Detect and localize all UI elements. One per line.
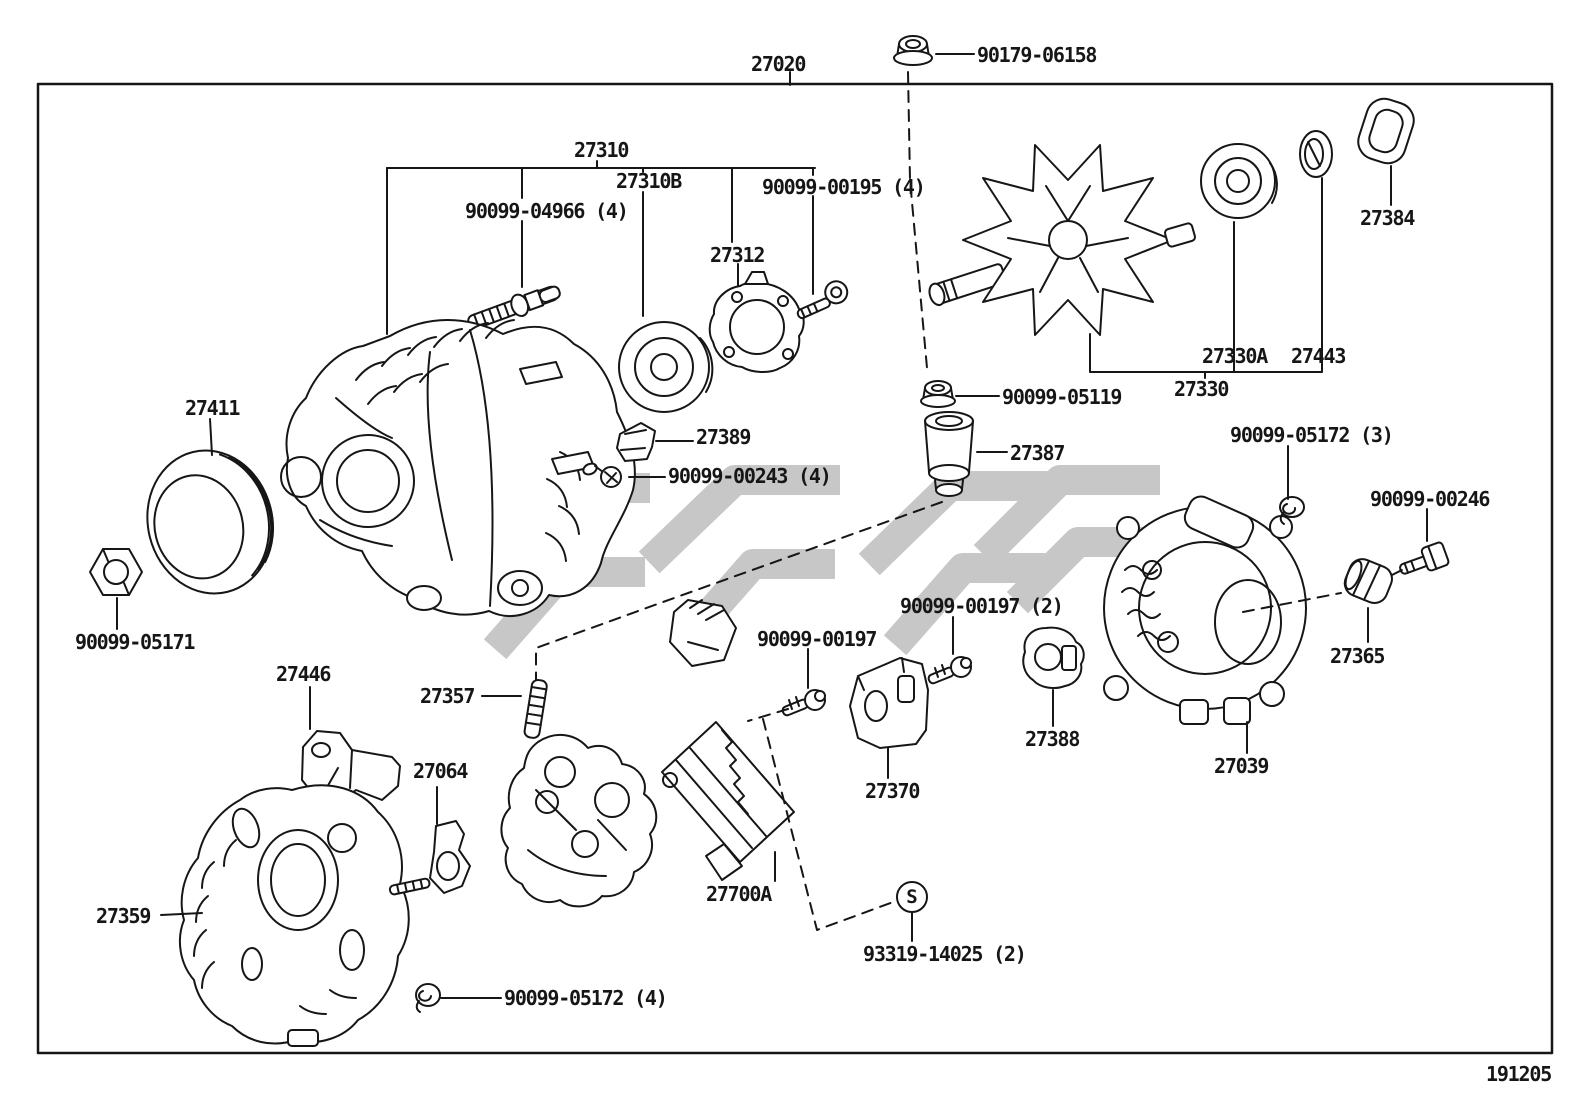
retainer-27312-drawing <box>708 271 805 373</box>
bolt-90099-00195-drawing <box>796 280 849 320</box>
part-label-27700A: 27700A <box>706 882 772 906</box>
part-label-90099-04966: 90099-04966 (4) <box>465 199 629 223</box>
nut-90099-05119-drawing <box>920 380 956 408</box>
assembly-reference-dashes <box>535 71 1407 931</box>
nut-90179-drawing <box>893 35 933 66</box>
sheet-code: 191205 <box>1486 1062 1552 1086</box>
cover-27389-drawing <box>616 422 656 462</box>
regulator-27700A-drawing <box>661 721 795 881</box>
bearing-27330A-drawing <box>1200 143 1278 219</box>
insulator-27388-drawing <box>1022 626 1085 689</box>
part-label-90099-00243: 90099-00243 (4) <box>668 464 832 488</box>
part-label-90179-06158: 90179-06158 <box>977 43 1097 67</box>
part-label-27446: 27446 <box>276 662 331 686</box>
part-label-27359: 27359 <box>96 904 151 928</box>
washer-27443-drawing <box>1299 130 1333 178</box>
part-label-27039: 27039 <box>1214 754 1269 778</box>
part-label-90099-00197: 90099-00197 <box>757 627 877 651</box>
part-label-27330A: 27330A <box>1202 344 1268 368</box>
bolt-90099-00197-2-drawing <box>927 656 972 685</box>
plug-27365-drawing <box>1343 558 1393 605</box>
s-marker-letter: S <box>906 886 918 908</box>
part-label-90099-05172-4: 90099-05172 (4) <box>504 986 668 1010</box>
bolt-90099-00197-drawing <box>781 689 826 717</box>
part-label-27384: 27384 <box>1360 206 1415 230</box>
part-label-27388: 27388 <box>1025 727 1080 751</box>
stud-90099-04966-drawing <box>467 285 561 330</box>
part-label-90099-00246: 90099-00246 <box>1370 487 1490 511</box>
part-label-27389: 27389 <box>696 425 751 449</box>
part-label-27370: 27370 <box>865 779 920 803</box>
part-label-27330: 27330 <box>1174 377 1229 401</box>
part-label-27387: 27387 <box>1010 441 1065 465</box>
part-label-90099-05172-3: 90099-05172 (3) <box>1230 423 1394 447</box>
part-label-27064: 27064 <box>413 759 468 783</box>
rotor-27330-drawing <box>928 144 1196 336</box>
nut-90099-05172-4-drawing <box>415 983 441 1013</box>
part-label-27020: 27020 <box>751 52 806 76</box>
cover-27370-drawing <box>849 657 929 749</box>
part-label-93319-14025: 93319-14025 (2) <box>863 942 1027 966</box>
part-label-27411: 27411 <box>185 396 240 420</box>
pulley-27411-drawing <box>146 449 275 595</box>
leader-lines <box>116 53 1428 999</box>
page-border <box>36 82 1554 1055</box>
part-label-27312: 27312 <box>710 243 765 267</box>
part-label-90099-05171: 90099-05171 <box>75 630 195 654</box>
alternator-assembly-drawing <box>280 319 636 617</box>
bolt-90099-00246-drawing <box>1399 541 1450 575</box>
terminal-cover-drawing <box>669 599 737 667</box>
insulator-27387-drawing <box>924 411 974 497</box>
nut-90099-05171-drawing <box>89 548 143 596</box>
bearing-27310B-drawing <box>618 321 714 413</box>
plate-27064-drawing <box>429 820 471 894</box>
rear-cover-27039-drawing <box>1103 495 1307 725</box>
front-bracket-27359-drawing <box>178 784 431 1047</box>
part-label-27357: 27357 <box>420 684 475 708</box>
grommet-27384-drawing <box>1357 97 1415 165</box>
nut-90099-05172-3-drawing <box>1279 496 1305 525</box>
part-label-27310B: 27310B <box>616 169 682 193</box>
part-label-27310: 27310 <box>574 138 629 162</box>
brush-holder-27357-drawing <box>500 678 658 908</box>
part-label-90099-00195: 90099-00195 (4) <box>762 175 926 199</box>
part-label-90099-05119: 90099-05119 <box>1002 385 1122 409</box>
part-label-27443: 27443 <box>1291 344 1346 368</box>
screw-90099-00243-drawing <box>582 462 622 488</box>
part-label-27365: 27365 <box>1330 644 1385 668</box>
part-label-90099-00197-2: 90099-00197 (2) <box>900 594 1064 618</box>
